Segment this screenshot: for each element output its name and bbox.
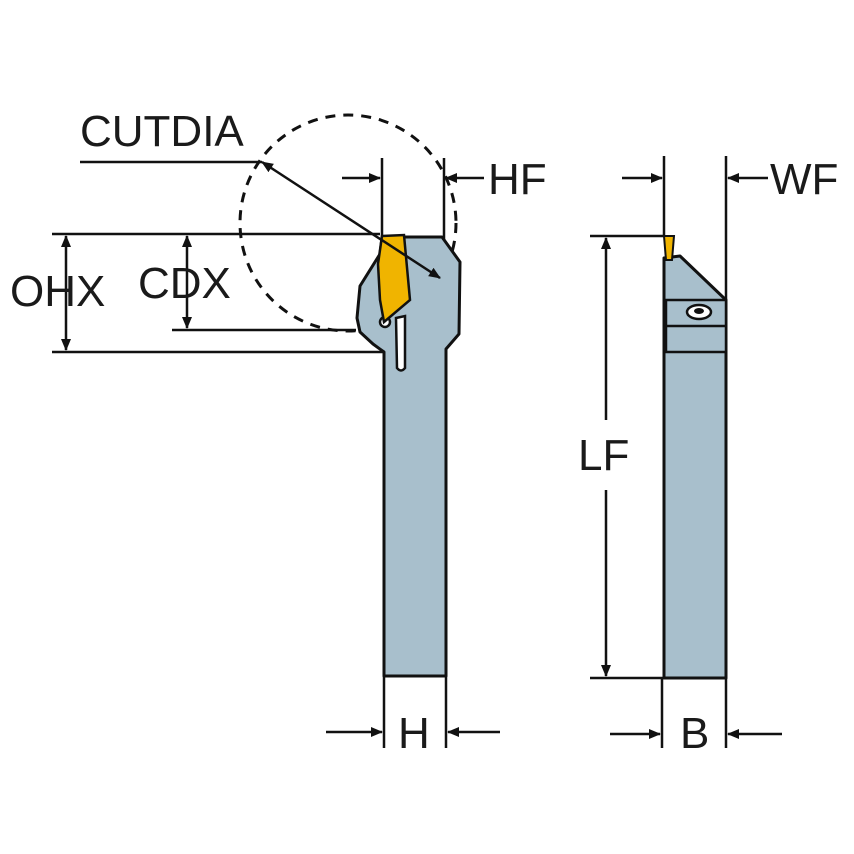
side-shank xyxy=(662,254,728,680)
lf-label: LF xyxy=(578,431,629,480)
h-label: H xyxy=(398,709,430,758)
cutdia-dimension-arrow xyxy=(261,160,441,280)
side-view: WF LF B xyxy=(578,155,838,758)
b-label: B xyxy=(680,709,709,758)
wf-label: WF xyxy=(770,155,838,204)
clamp-slot xyxy=(394,314,407,372)
hf-label: HF xyxy=(488,155,547,204)
ohx-label: OHX xyxy=(10,267,105,316)
side-insert xyxy=(662,235,676,261)
clamp-screw-head xyxy=(694,308,704,314)
cutdia-label: CUTDIA xyxy=(80,107,244,156)
front-view: CUTDIA OHX CDX HF H xyxy=(10,107,547,758)
cdx-label: CDX xyxy=(138,259,231,308)
